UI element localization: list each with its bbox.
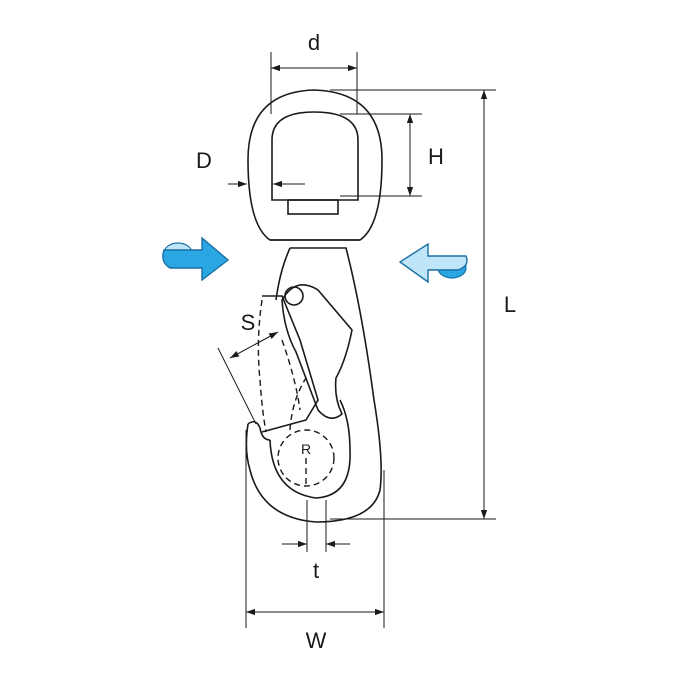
hook-tip bbox=[247, 420, 271, 441]
hook-body bbox=[245, 247, 382, 523]
open-latch-dashed bbox=[257, 299, 335, 487]
label-L: L bbox=[504, 292, 516, 317]
label-R: R bbox=[301, 441, 311, 457]
dim-S-ext-1 bbox=[217, 347, 257, 425]
swivel-eye bbox=[247, 89, 383, 241]
open-latch-outline bbox=[257, 299, 267, 433]
label-W: W bbox=[306, 628, 327, 653]
latch-pivot-pin bbox=[284, 286, 304, 306]
label-D: D bbox=[196, 148, 212, 173]
rotation-arrow-left-icon bbox=[398, 242, 468, 284]
dim-S-line bbox=[229, 331, 279, 359]
dimension-lines bbox=[217, 52, 496, 628]
label-t: t bbox=[313, 558, 319, 583]
rotation-arrow-right-icon bbox=[162, 236, 230, 282]
load-circle bbox=[277, 429, 335, 487]
latch-lever bbox=[281, 284, 353, 419]
hook-shank-left bbox=[275, 247, 291, 301]
label-H: H bbox=[428, 144, 444, 169]
hook-throat-inner bbox=[269, 399, 351, 499]
open-latch-inner bbox=[281, 339, 301, 411]
hook-outer-outline bbox=[245, 247, 382, 523]
eye-swivel-block bbox=[287, 199, 339, 215]
eye-inner-opening bbox=[271, 111, 359, 201]
latch-gate bbox=[261, 295, 319, 433]
label-d: d bbox=[308, 30, 320, 55]
label-S: S bbox=[241, 310, 256, 335]
open-latch-arc bbox=[289, 377, 307, 431]
